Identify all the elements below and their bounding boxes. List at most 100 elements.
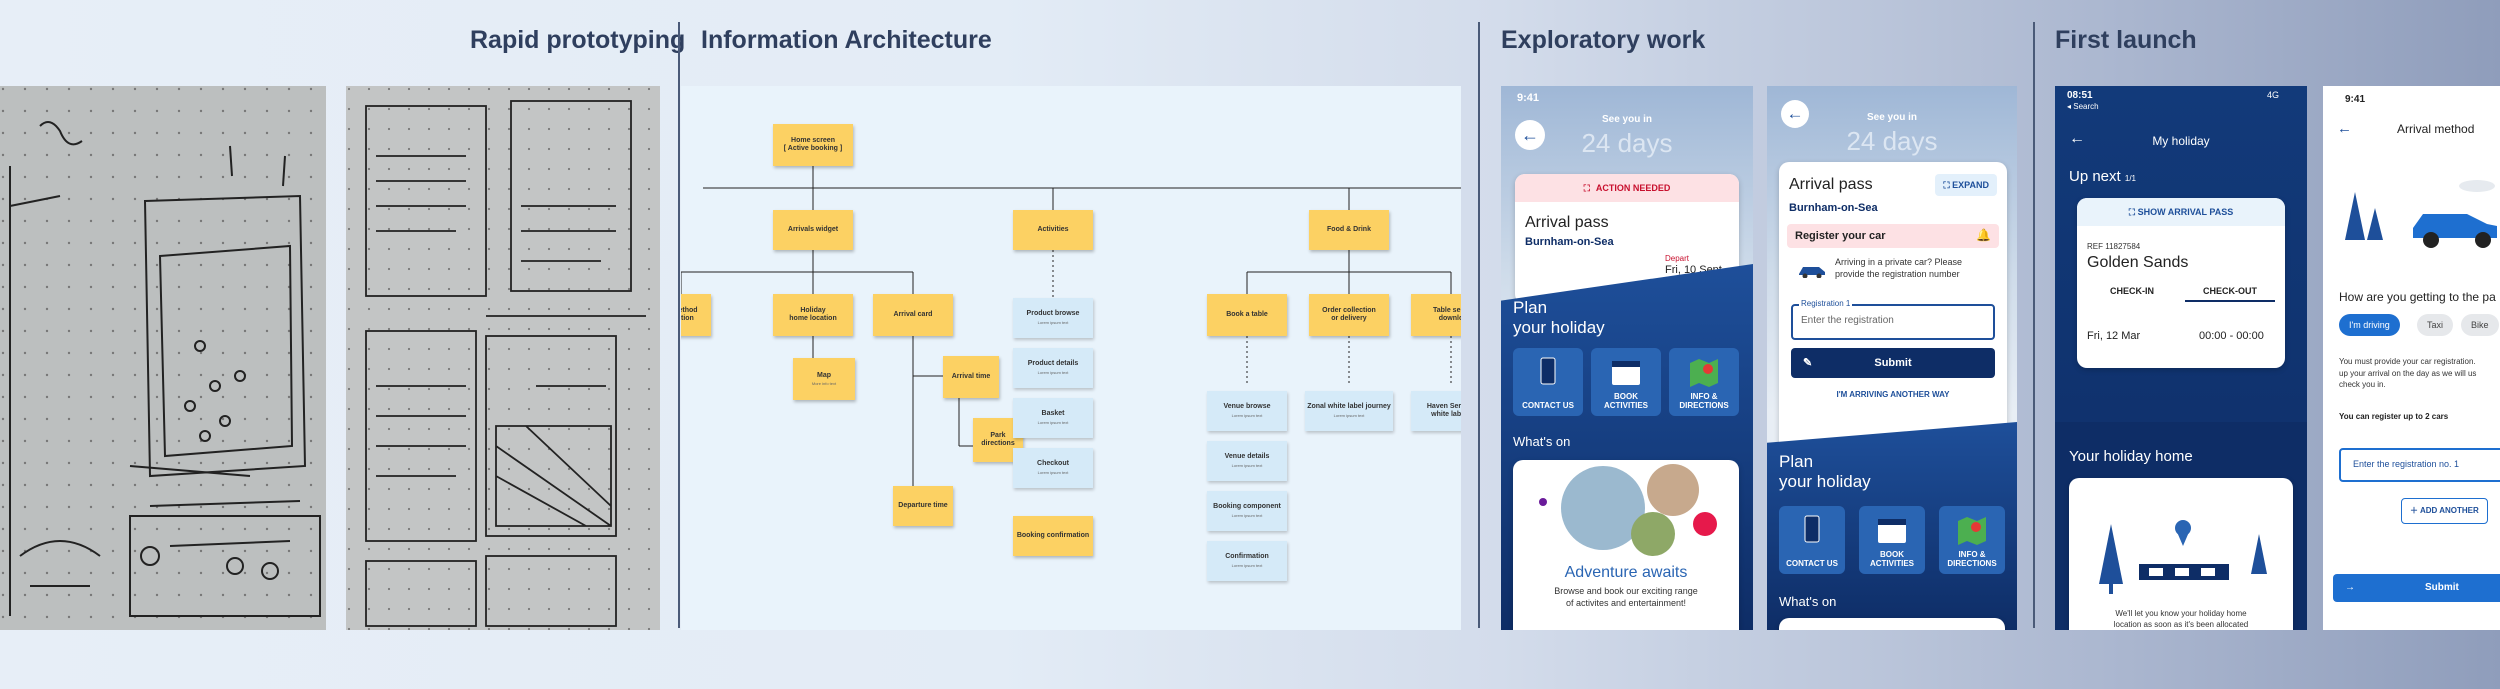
show-pass-label: SHOW ARRIVAL PASS <box>2137 207 2234 217</box>
screen-title: Arrival method <box>2397 122 2475 136</box>
another-way-link[interactable]: I'M ARRIVING ANOTHER WAY <box>1836 390 1950 399</box>
ia-node-activities: Activities <box>1013 210 1093 250</box>
ia-node-sublabel: Lorem ipsum text <box>1231 462 1263 468</box>
holiday-home-text: We'll let you know your holiday home loc… <box>2113 609 2249 630</box>
ia-node-label: Booking component <box>1213 503 1281 511</box>
ia-node-arrival-method: al method stration <box>681 294 711 336</box>
back-arrow-icon[interactable]: ← <box>2069 130 2085 147</box>
ia-node-sublabel: Lorem ipsum text <box>1037 469 1069 475</box>
sketch-photo-1 <box>0 86 326 630</box>
tile-label: BOOK ACTIVITIES <box>1603 392 1648 410</box>
register-title: Register your car <box>1795 230 1886 242</box>
calendar-icon <box>1859 512 1925 548</box>
arrival-illustration <box>2345 180 2497 248</box>
submit-button[interactable]: ✎ Submit <box>1791 348 1995 378</box>
holiday-home-card: We'll let you know your holiday home loc… <box>2069 478 2293 630</box>
back-button[interactable]: ← <box>1781 100 1809 128</box>
ia-node-order-collection: Order collection or delivery <box>1309 294 1389 336</box>
map-icon <box>1939 512 2005 548</box>
section-divider <box>1478 22 1480 628</box>
ia-node-label: Checkout <box>1037 460 1069 468</box>
contact-us-tile[interactable]: CONTACT US <box>1779 506 1845 574</box>
ia-node-home-screen: Home screen [ Active booking ] <box>773 124 853 166</box>
ia-node-label: Arrival card <box>893 311 933 319</box>
book-activities-tile[interactable]: BOOK ACTIVITIES <box>1591 348 1661 416</box>
phone-icon <box>1779 512 1845 548</box>
expand-icon: ⛶ <box>1583 182 1590 193</box>
tab-underline <box>2185 300 2275 302</box>
countdown-days: 24 days <box>1846 126 1938 156</box>
ia-node-departure-time: Departure time <box>893 486 953 526</box>
status-search[interactable]: ◂ Search <box>2067 102 2099 111</box>
chip-taxi[interactable]: Taxi <box>2417 314 2454 336</box>
up-next-count: 1/1 <box>2124 174 2136 183</box>
ia-node-label: Book a table <box>1226 311 1268 319</box>
whats-on-heading: What's on <box>1513 434 1571 449</box>
plan-holiday-panel: Plan your holiday CONTACT US BOOK ACTIVI… <box>1501 264 1753 630</box>
submit-label: Submit <box>1874 357 1912 369</box>
phone-screen-exploratory-2: ← See you in 24 days Arrival pass ⛶ EXPA… <box>1767 86 2017 630</box>
adventure-card[interactable]: Adventure awaits Browse and book our exc… <box>1513 460 1739 630</box>
whats-on-card[interactable] <box>1779 618 2005 630</box>
arrival-question: How are you getting to the pa <box>2339 290 2496 304</box>
card-location: Burnham-on-Sea <box>1525 236 1614 248</box>
chip-driving[interactable]: I'm driving <box>2339 314 2400 336</box>
registration-input[interactable]: Enter the registration no. 1 <box>2339 448 2500 482</box>
action-needed-banner: ⛶ACTION NEEDED <box>1515 174 1739 202</box>
ia-node-food-drink: Food & Drink <box>1309 210 1389 250</box>
add-another-button[interactable]: ＋ ADD ANOTHER <box>2401 498 2488 524</box>
ia-node-sublabel: Lorem ipsum text <box>1037 319 1069 325</box>
info-directions-tile[interactable]: INFO & DIRECTIONS <box>1939 506 2005 574</box>
up-next-label: Up next <box>2069 168 2121 185</box>
car-icon <box>1797 262 1827 283</box>
section-title-exploratory-work: Exploratory work <box>1501 26 1706 54</box>
tab-check-in[interactable]: CHECK-IN <box>2110 286 2154 296</box>
phone-icon <box>1513 354 1583 390</box>
adventure-text: Browse and book our exciting range of ac… <box>1554 586 1698 608</box>
back-button[interactable]: ← <box>1515 120 1545 150</box>
submit-button[interactable]: →Submit <box>2333 574 2500 602</box>
section-title-rapid-prototyping: Rapid prototyping <box>470 26 686 54</box>
ia-node-haven-serve: Haven Serve o white label j <box>1411 391 1461 431</box>
show-arrival-pass-button[interactable]: ⛶ SHOW ARRIVAL PASS <box>2077 198 2285 226</box>
registration-limit: You can register up to 2 cars <box>2339 412 2449 421</box>
ia-node-label: Order collection or delivery <box>1322 307 1376 322</box>
submit-label: Submit <box>2425 582 2459 593</box>
back-arrow-icon[interactable]: ← <box>2337 120 2352 137</box>
status-time: 9:41 <box>2345 94 2366 105</box>
arrival-pass-card: ⛶ SHOW ARRIVAL PASS REF 11827584 Golden … <box>2077 198 2285 368</box>
countdown-label: See you in <box>1866 112 1917 123</box>
ia-node-label: Departure time <box>898 502 948 510</box>
edit-icon: ✎ <box>1803 357 1813 369</box>
ia-node-label: Park directions <box>981 432 1015 447</box>
chip-label: Taxi <box>2427 320 2444 330</box>
chip-label: Bike <box>2471 320 2489 330</box>
tab-check-out[interactable]: CHECK-OUT <box>2203 286 2257 296</box>
status-network: 4G <box>2266 90 2279 100</box>
ia-node-sublabel: Lorem ipsum text <box>1231 562 1263 568</box>
ia-node-sublabel: More info text <box>811 380 837 386</box>
depart-label: Depart <box>1665 254 1690 263</box>
screen-title: My holiday <box>2152 134 2210 148</box>
info-directions-tile[interactable]: INFO & DIRECTIONS <box>1669 348 1739 416</box>
expand-button[interactable]: ⛶ EXPAND <box>1935 174 1997 196</box>
ia-node-book-table: Book a table <box>1207 294 1287 336</box>
registration-input[interactable]: Registration 1 Enter the registration <box>1791 299 1995 340</box>
park-name: Golden Sands <box>2087 254 2189 271</box>
chip-bike[interactable]: Bike <box>2461 314 2499 336</box>
ia-node-label: Map <box>817 371 831 379</box>
ia-node-arrival-card: Arrival card <box>873 294 953 336</box>
section-divider <box>2033 22 2035 628</box>
book-activities-tile[interactable]: BOOK ACTIVITIES <box>1859 506 1925 574</box>
booking-reference: REF 11827584 <box>2087 242 2141 251</box>
contact-us-tile[interactable]: CONTACT US <box>1513 348 1583 416</box>
ia-node-label: Basket <box>1041 410 1065 418</box>
tile-label: CONTACT US <box>1522 401 1574 410</box>
phone-screen-first-launch-2: 9:41 ← Arrival method How are you gettin… <box>2323 86 2500 630</box>
ia-node-label: Booking confirmation <box>1016 532 1090 540</box>
information-architecture-board: Home screen [ Active booking ] Arrivals … <box>681 86 1461 630</box>
